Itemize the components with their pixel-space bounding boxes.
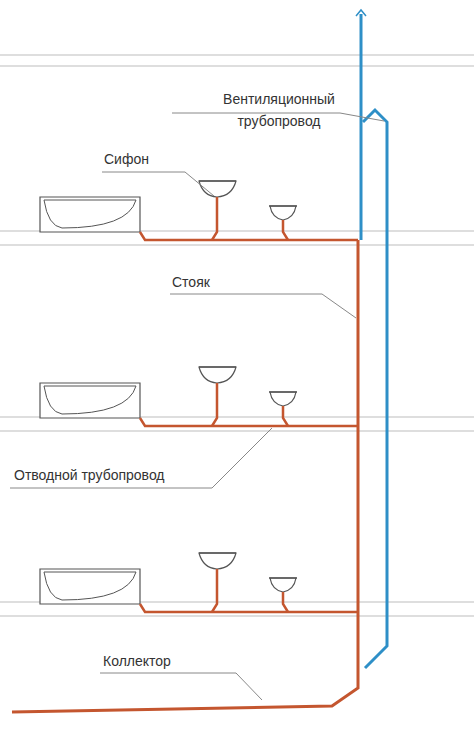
pipe-label: Сифон <box>104 150 149 168</box>
pipe-label: Вентиляционный трубопровод <box>204 88 354 132</box>
pipe-label: Стояк <box>172 273 210 291</box>
pipe-label: Коллектор <box>103 652 171 670</box>
pipe-label: Отводной трубопровод <box>14 466 165 484</box>
